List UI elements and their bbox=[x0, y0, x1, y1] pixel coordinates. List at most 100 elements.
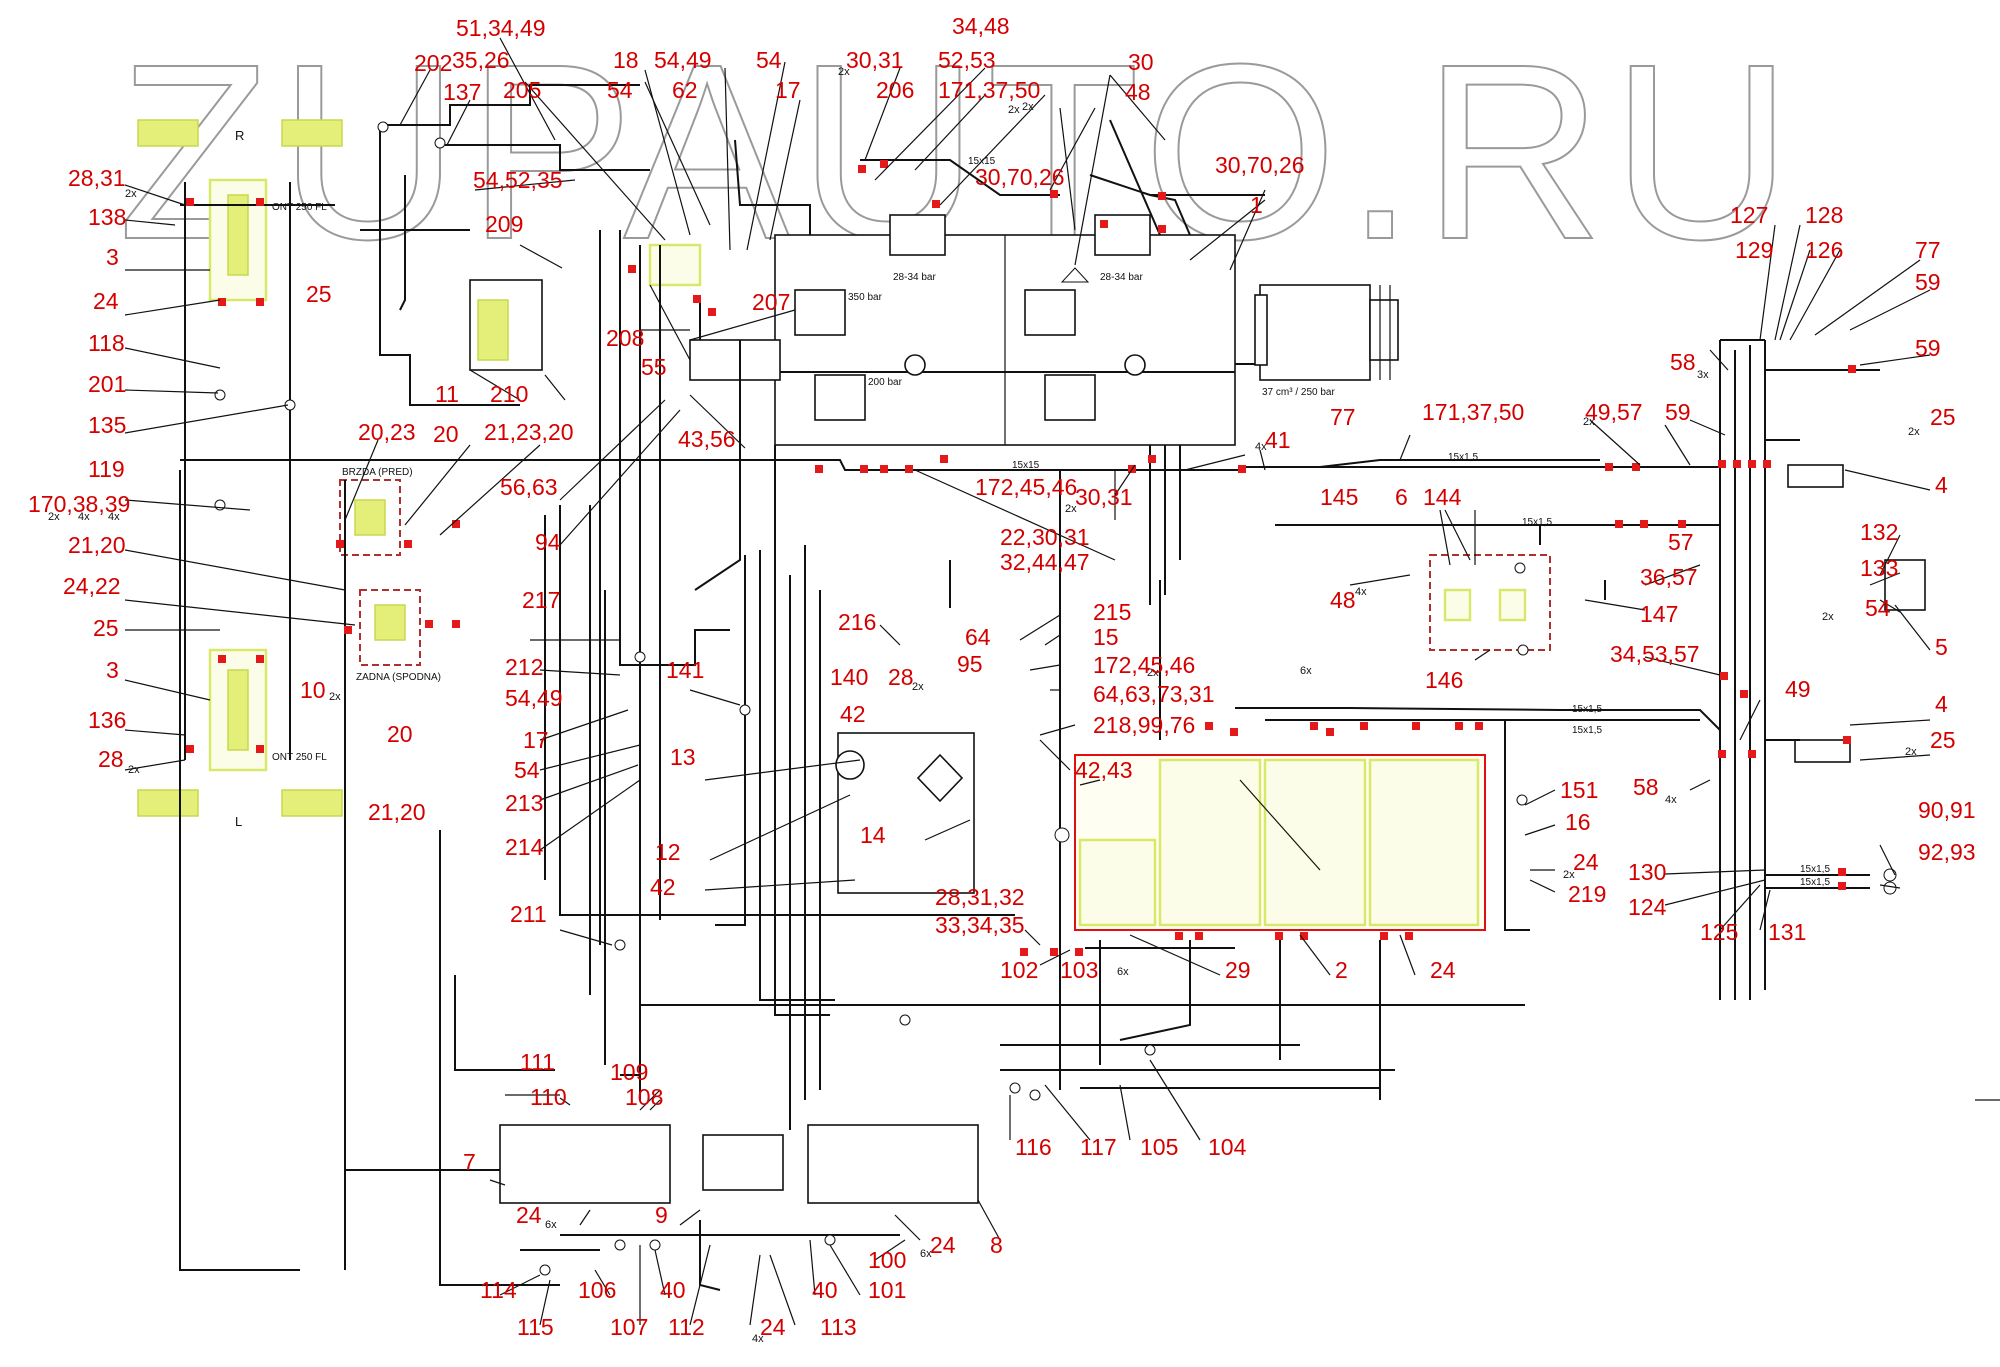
multiplier-tag: 2x bbox=[1908, 426, 1920, 438]
bottom-cylinder-caption: ONT 250 FL bbox=[272, 752, 327, 763]
part-callout: 59 bbox=[1915, 269, 1941, 295]
multiplier-tag: 2x bbox=[838, 66, 850, 78]
multiplier-tag: 2x bbox=[48, 511, 60, 523]
check-valve-icon bbox=[1054, 827, 1070, 843]
valve-text-a: 28-34 bar bbox=[893, 272, 936, 283]
part-callout: 171,37,50 bbox=[938, 77, 1040, 103]
part-callout: 54,49 bbox=[505, 685, 563, 711]
part-callout: 116 bbox=[1015, 1134, 1052, 1160]
pipe-size-tag: 15x15 bbox=[1012, 460, 1040, 471]
part-callout: 13 bbox=[670, 744, 696, 770]
part-callout: 14 bbox=[860, 822, 886, 848]
multiplier-tag: 2x bbox=[1022, 101, 1034, 113]
pipe-size-tag: 15x15 bbox=[968, 156, 996, 167]
part-callout: 111 bbox=[520, 1049, 555, 1075]
part-callout: 40 bbox=[812, 1277, 838, 1303]
part-callout: 64 bbox=[965, 624, 991, 650]
part-callout: 40 bbox=[660, 1277, 686, 1303]
part-callout: 43,56 bbox=[678, 426, 736, 452]
part-callout: 92,93 bbox=[1918, 839, 1976, 865]
part-callout: 101 bbox=[868, 1277, 906, 1303]
part-callout: 49,57 bbox=[1585, 399, 1643, 425]
multiplier-tag: 2x bbox=[1822, 611, 1834, 623]
filter-icon bbox=[916, 753, 964, 803]
part-callout: 77 bbox=[1915, 237, 1941, 263]
right-manifold bbox=[1429, 554, 1551, 651]
relief-valve-icon bbox=[1060, 267, 1090, 283]
part-callout: 215 bbox=[1093, 599, 1131, 625]
part-callout: 54 bbox=[514, 757, 540, 783]
part-callout: 17 bbox=[523, 727, 549, 753]
part-callout: 35,26 bbox=[452, 47, 510, 73]
part-callout: 103 bbox=[1060, 957, 1098, 983]
part-callout: 30 bbox=[1128, 49, 1154, 75]
part-callout: 3 bbox=[106, 244, 119, 270]
part-callout: 11 bbox=[435, 381, 459, 407]
pipe-size-tag: 15x1,5 bbox=[1572, 704, 1602, 715]
multiplier-tag: 6x bbox=[545, 1219, 557, 1231]
part-callout: 113 bbox=[820, 1314, 857, 1340]
left-cylinder-group: R ONT 250 FL ONT 250 FL L bbox=[137, 119, 343, 829]
multiplier-tag: 4x bbox=[1355, 586, 1367, 598]
part-callout: 104 bbox=[1208, 1134, 1247, 1160]
multiplier-tag: 6x bbox=[1117, 966, 1129, 978]
part-callout: 29 bbox=[1225, 957, 1251, 983]
valve-text-b: 28-34 bar bbox=[1100, 272, 1143, 283]
part-callout: 24 bbox=[930, 1232, 956, 1258]
top-cylinder-caption: ONT 250 FL bbox=[272, 202, 327, 213]
part-callout: 207 bbox=[752, 289, 790, 315]
part-callout: 18 bbox=[613, 47, 639, 73]
pipe-size-tag: 15x1,5 bbox=[1522, 517, 1552, 528]
pipe-size-tag: 15x1,5 bbox=[1572, 725, 1602, 736]
part-callout: 54 bbox=[756, 47, 782, 73]
part-callout: 3 bbox=[106, 657, 119, 683]
part-callout: 131 bbox=[1768, 919, 1806, 945]
part-callout: 214 bbox=[505, 834, 544, 860]
part-callout: 1 bbox=[1250, 192, 1263, 218]
part-callout: 54,52,35 bbox=[473, 167, 563, 193]
valve-group-8 bbox=[807, 1124, 979, 1204]
fittings bbox=[186, 160, 1856, 956]
multiplier-tag: 2x bbox=[1905, 746, 1917, 758]
part-callout: 140 bbox=[830, 664, 868, 690]
valve-group-7 bbox=[499, 1124, 671, 1204]
part-callout: 209 bbox=[485, 211, 523, 237]
part-callout: 146 bbox=[1425, 667, 1463, 693]
part-callout: 15 bbox=[1093, 624, 1119, 650]
multiplier-tag: 2x bbox=[329, 691, 341, 703]
part-callout: 151 bbox=[1560, 777, 1598, 803]
part-callout: 30,70,26 bbox=[975, 164, 1065, 190]
part-callout: 59 bbox=[1915, 335, 1941, 361]
part-callout: 22,30,31 bbox=[1000, 524, 1090, 550]
regulator-block bbox=[469, 243, 702, 371]
part-callout: 48 bbox=[1330, 587, 1356, 613]
part-callout: 136 bbox=[88, 707, 126, 733]
part-callout: 133 bbox=[1860, 555, 1898, 581]
wiring bbox=[179, 84, 1880, 1291]
multiplier-tag: 2x bbox=[1147, 667, 1159, 679]
part-callout: 59 bbox=[1665, 399, 1691, 425]
engine-group: 37 cm³ / 250 bar bbox=[1235, 284, 1399, 398]
part-callout: 118 bbox=[88, 330, 125, 356]
part-callout: 64,63,73,31 bbox=[1093, 681, 1215, 707]
part-callout: 213 bbox=[505, 790, 543, 816]
part-callout: 24 bbox=[93, 288, 119, 314]
part-callout: 208 bbox=[606, 325, 644, 351]
multiplier-tag: 2x bbox=[1008, 104, 1020, 116]
part-callout: 212 bbox=[505, 654, 543, 680]
side-l-label: L bbox=[235, 814, 242, 829]
multiplier-tag: 3x bbox=[1697, 369, 1709, 381]
multiplier-tag: 2x bbox=[1563, 869, 1575, 881]
pipe-size-tag: 15x1,5 bbox=[1800, 877, 1830, 888]
part-callout: 147 bbox=[1640, 601, 1678, 627]
part-callout: 129 bbox=[1735, 237, 1773, 263]
part-callout: 109 bbox=[610, 1059, 648, 1085]
part-callout: 49 bbox=[1785, 676, 1811, 702]
part-callout: 20,23 bbox=[358, 419, 416, 445]
part-callout: 216 bbox=[838, 609, 876, 635]
pressure-350-label: 350 bar bbox=[848, 292, 883, 303]
part-callout: 141 bbox=[666, 657, 704, 683]
part-callout: 16 bbox=[1565, 809, 1591, 835]
part-callout: 126 bbox=[1805, 237, 1843, 263]
part-callout: 58 bbox=[1633, 774, 1659, 800]
